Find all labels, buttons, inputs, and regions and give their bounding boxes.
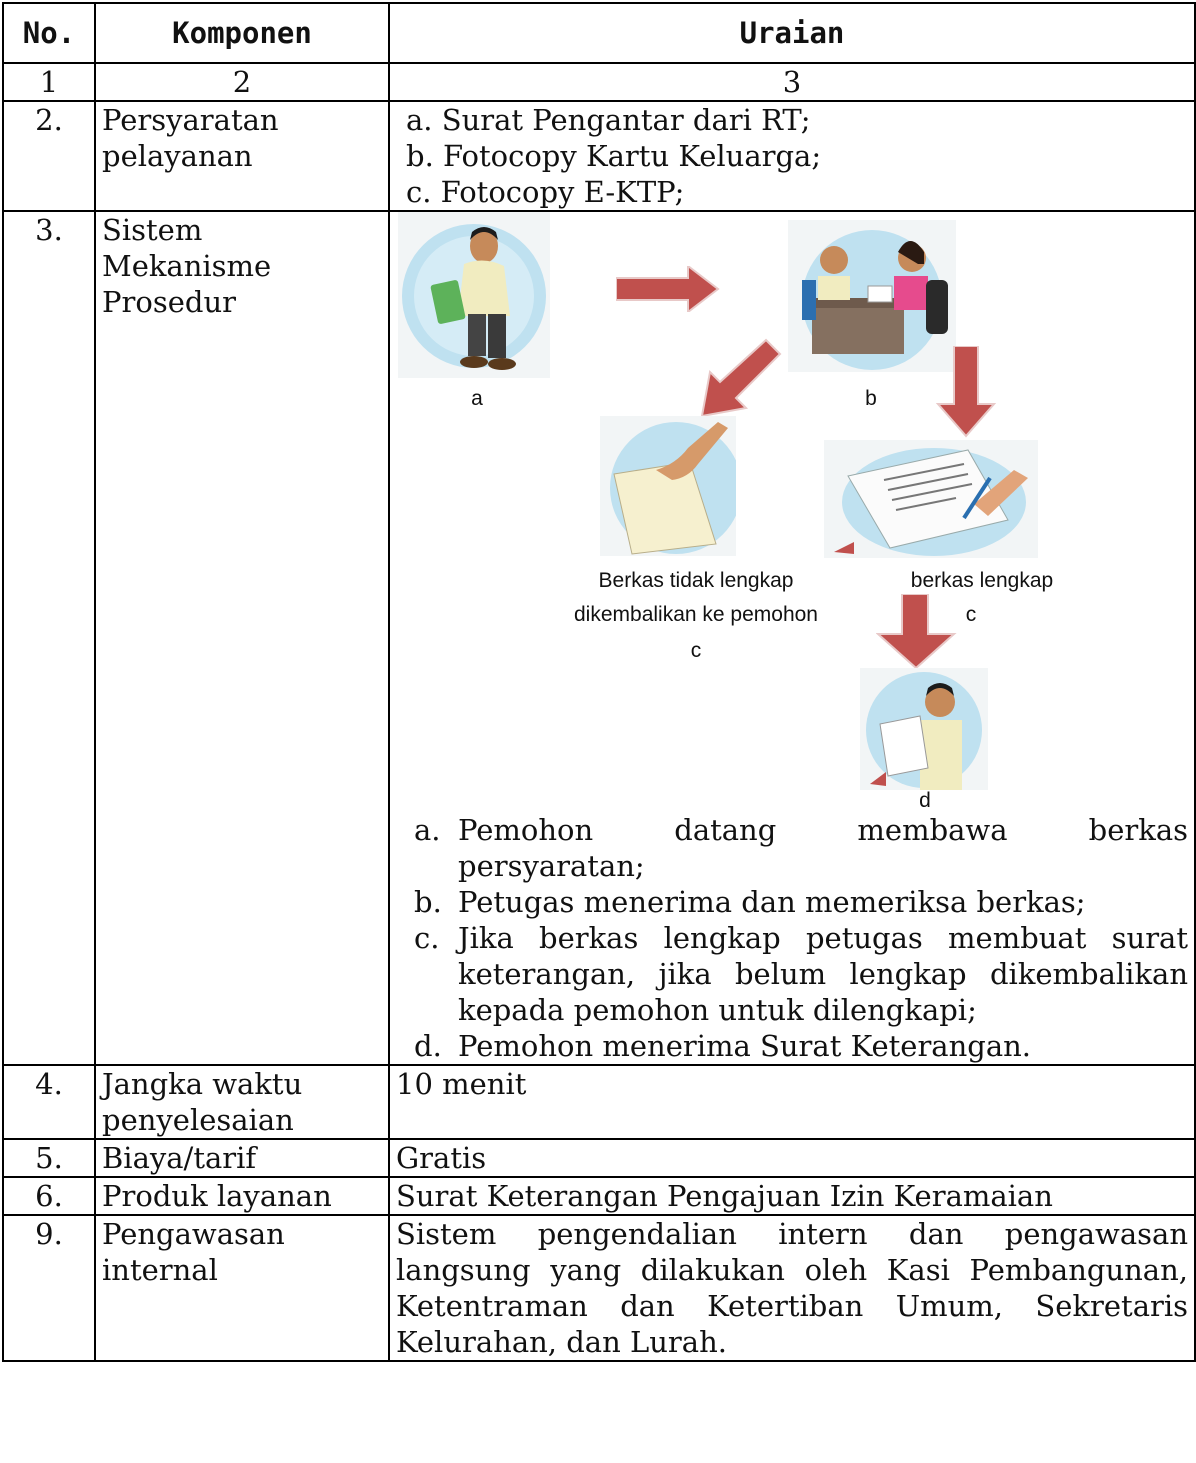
flow-label-d: d (919, 789, 931, 812)
index-2: 2 (94, 62, 390, 102)
table-row: 5. Biaya/tarif Gratis (2, 1138, 1196, 1178)
step-text: Pemohon datang membawa berkas persyarata… (458, 813, 1188, 883)
requirements-list: a. Surat Pengantar dari RT; b. Fotocopy … (388, 100, 1196, 212)
row-component: Persyaratan pelayanan (94, 100, 390, 212)
header-no: No. (2, 2, 96, 64)
list-item: b. Fotocopy Kartu Keluarga; (406, 139, 822, 173)
flow-label-complete-1: berkas lengkap (910, 569, 1054, 592)
document-signing-illustration (824, 440, 1038, 558)
table-row: 2. Persyaratan pelayanan a. Surat Pengan… (2, 100, 1196, 212)
row-number: 6. (2, 1176, 96, 1216)
procedure-steps: a. Pemohon datang membawa berkas persyar… (396, 812, 1188, 1064)
component-line: Mekanisme (102, 249, 272, 283)
row-component: Produk layanan (94, 1176, 390, 1216)
flow-label-reject-3: c (690, 639, 702, 662)
table-row: 6. Produk layanan Surat Keterangan Penga… (2, 1176, 1196, 1216)
table-row: 9. Pengawasan internal Sistem pengendali… (2, 1214, 1196, 1362)
row-description: Surat Keterangan Pengajuan Izin Keramaia… (388, 1176, 1196, 1216)
list-item: c. Jika berkas lengkap petugas membuat s… (410, 920, 1188, 1028)
flow-label-b: b (865, 387, 877, 410)
step-letter: c. (414, 921, 440, 955)
index-row: 1 2 3 (2, 62, 1196, 102)
step-text: Jika berkas lengkap petugas membuat sura… (458, 921, 1188, 1027)
flow-label-complete-2: c (965, 603, 977, 626)
list-item: a. Pemohon datang membawa berkas persyar… (410, 812, 1188, 884)
procedure-cell: a (388, 210, 1196, 1066)
component-line: Sistem (102, 213, 203, 247)
list-item: a. Surat Pengantar dari RT; (406, 103, 811, 137)
index-1: 1 (2, 62, 96, 102)
table-row: 3. Sistem Mekanisme Prosedur (2, 210, 1196, 1066)
list-item: b. Petugas menerima dan memeriksa berkas… (410, 884, 1188, 920)
flow-arrow-down-left (700, 338, 782, 418)
step-letter: d. (414, 1029, 442, 1063)
step-letter: b. (414, 885, 442, 919)
document-returned-illustration (600, 416, 736, 556)
flow-label-reject-1: Berkas tidak lengkap (598, 569, 794, 592)
procedure-flow-diagram: a (396, 212, 1188, 812)
index-3: 3 (388, 62, 1196, 102)
row-component: Sistem Mekanisme Prosedur (94, 210, 390, 1066)
applicant-walking-illustration (398, 212, 550, 378)
step-text: Petugas menerima dan memeriksa berkas; (458, 885, 1086, 919)
flow-label-a: a (471, 387, 483, 410)
row-number: 4. (2, 1064, 96, 1140)
row-number: 5. (2, 1138, 96, 1178)
flow-arrow-down-final (876, 594, 957, 670)
applicant-receives-letter-illustration (860, 668, 988, 790)
list-item: c. Fotocopy E-KTP; (406, 175, 685, 209)
row-component: Pengawasan internal (94, 1214, 390, 1362)
row-component: Jangka waktu penyelesaian (94, 1064, 390, 1140)
row-number: 9. (2, 1214, 96, 1362)
flow-arrow-down (935, 346, 997, 438)
service-standard-table: No. Komponen Uraian 1 2 3 2. Persyaratan… (2, 2, 1196, 1362)
row-number: 3. (2, 210, 96, 1066)
flow-arrow-right (616, 266, 720, 312)
step-text: Pemohon menerima Surat Keterangan. (458, 1029, 1032, 1063)
row-description: 10 menit (388, 1064, 1196, 1140)
table-header-row: No. Komponen Uraian (2, 2, 1196, 64)
table-row: 4. Jangka waktu penyelesaian 10 menit (2, 1064, 1196, 1140)
list-item: d. Pemohon menerima Surat Keterangan. (410, 1028, 1188, 1064)
row-number: 2. (2, 100, 96, 212)
row-description: Gratis (388, 1138, 1196, 1178)
flow-label-reject-2: dikembalikan ke pemohon (574, 603, 818, 626)
row-component: Biaya/tarif (94, 1138, 390, 1178)
row-description: Sistem pengendalian intern dan pengawasa… (388, 1214, 1196, 1362)
component-line: Prosedur (102, 285, 236, 319)
header-komponen: Komponen (94, 2, 390, 64)
officer-desk-illustration (788, 220, 956, 372)
step-letter: a. (414, 813, 441, 847)
header-uraian: Uraian (388, 2, 1196, 64)
